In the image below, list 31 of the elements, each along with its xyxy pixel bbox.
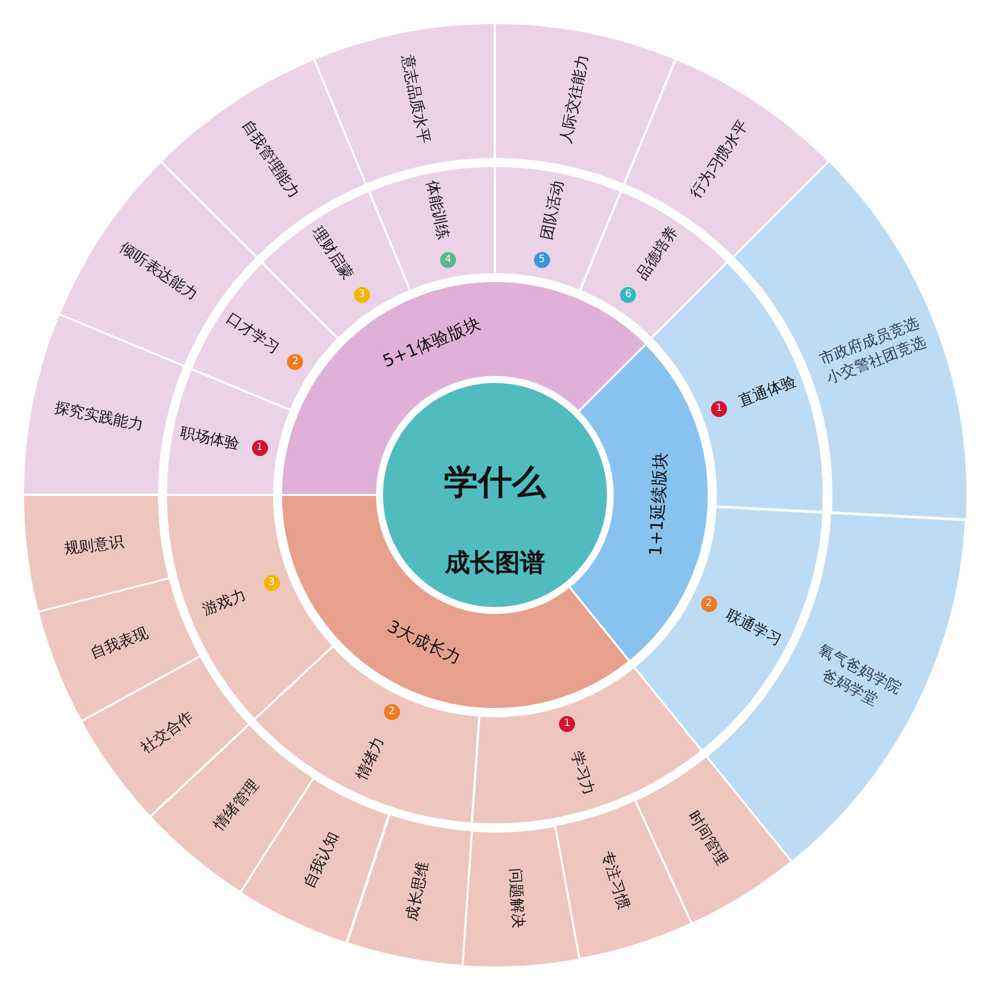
- sector-label: 人际交往能力: [556, 52, 592, 145]
- sector-label: 体能训练: [424, 178, 453, 241]
- sector-label: 倾听表达能力: [116, 238, 202, 304]
- sector-label: 自我认知: [300, 828, 342, 891]
- sector-label: 成长思维: [402, 860, 432, 922]
- sector-label: 学习力: [567, 748, 598, 797]
- sector-label: 自我表现: [88, 624, 150, 662]
- sector-label: 意志品质水平: [398, 52, 434, 145]
- center-subtitle: 成长图谱: [445, 548, 545, 578]
- sector-label: 情绪力: [352, 733, 388, 782]
- sector-label: 直通体验: [735, 372, 798, 410]
- sector-label: 专注习惯: [598, 848, 634, 912]
- sector-label: 联通学习: [723, 605, 786, 649]
- sector-label: 职场体验: [178, 424, 241, 453]
- sector-label: 社交合作: [138, 706, 198, 756]
- center-title: 学什么: [444, 462, 546, 504]
- sector-label: 情绪管理: [210, 776, 262, 834]
- sector-label: 探究实践能力: [52, 398, 145, 434]
- sector-label: 1+1延续版块: [646, 451, 672, 556]
- sector-label: 游戏力: [200, 585, 248, 618]
- sector-label: 时间管理: [684, 808, 732, 868]
- sector-label: 团队活动: [537, 178, 566, 241]
- sector-label: 问题解决: [506, 868, 528, 929]
- sector-label: 5+1体验版块: [380, 314, 484, 373]
- sector-label: 行为习惯水平: [686, 116, 752, 202]
- sector-label: 理财启蒙: [309, 223, 358, 283]
- sector-label: 品德培养: [632, 223, 681, 283]
- sector-label: 3大成长力: [384, 616, 464, 670]
- sector-label: 规则意识: [63, 532, 126, 558]
- sector-label: 口才学习: [223, 309, 283, 358]
- sector-label: 自我管理能力: [238, 116, 304, 202]
